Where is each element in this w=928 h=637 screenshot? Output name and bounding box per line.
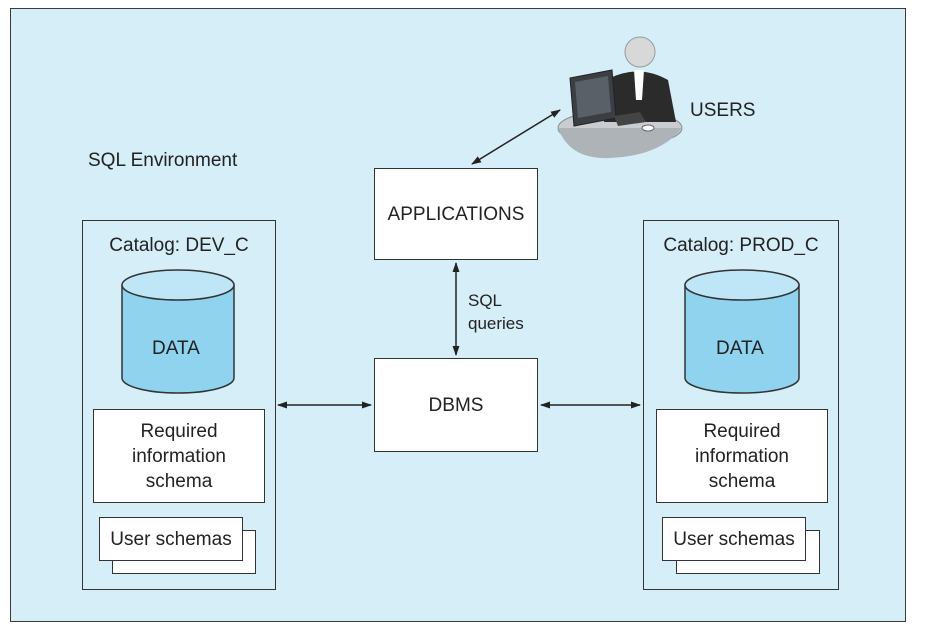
sql-queries-label: SQL queries	[468, 289, 524, 335]
prod-user-schemas-box: User schemas	[662, 517, 806, 561]
dbms-box: DBMS	[374, 358, 538, 452]
prod-info-schema-line-2: information	[695, 445, 789, 467]
prod-user-schemas-label: User schemas	[673, 528, 795, 550]
dev-data-cylinder	[121, 269, 235, 394]
dev-info-schema-line-3: schema	[145, 470, 213, 492]
sql-queries-line-2: queries	[468, 314, 524, 333]
prod-info-schema-line-3: schema	[708, 470, 776, 492]
sql-environment-label: SQL Environment	[88, 150, 238, 171]
catalog-dev-c-title: Catalog: DEV_C	[109, 235, 249, 256]
dev-data-label: DATA	[152, 338, 200, 359]
prod-data-label: DATA	[716, 338, 764, 359]
sql-queries-line-1: SQL	[468, 291, 503, 310]
catalog-dev-c: Catalog: DEV_C	[82, 220, 276, 590]
dev-info-schema-box: Required information schema	[93, 409, 265, 503]
applications-label: APPLICATIONS	[387, 203, 525, 225]
users-applications-arrow	[471, 109, 561, 165]
dbms-label: DBMS	[428, 394, 484, 416]
users-label: USERS	[690, 100, 756, 121]
dev-user-schemas-label: User schemas	[110, 528, 232, 550]
applications-box: APPLICATIONS	[374, 168, 538, 260]
prod-info-schema-line-1: Required	[703, 420, 781, 442]
prod-data-cylinder	[684, 269, 800, 394]
dev-info-schema-line-2: information	[132, 445, 226, 467]
dev-user-schemas-box: User schemas	[99, 517, 243, 561]
prod-info-schema-box: Required information schema	[656, 409, 828, 503]
catalog-prod-c-title: Catalog: PROD_C	[663, 235, 819, 256]
dev-info-schema-line-1: Required	[140, 420, 218, 442]
catalog-prod-c: Catalog: PROD_C	[643, 220, 839, 590]
